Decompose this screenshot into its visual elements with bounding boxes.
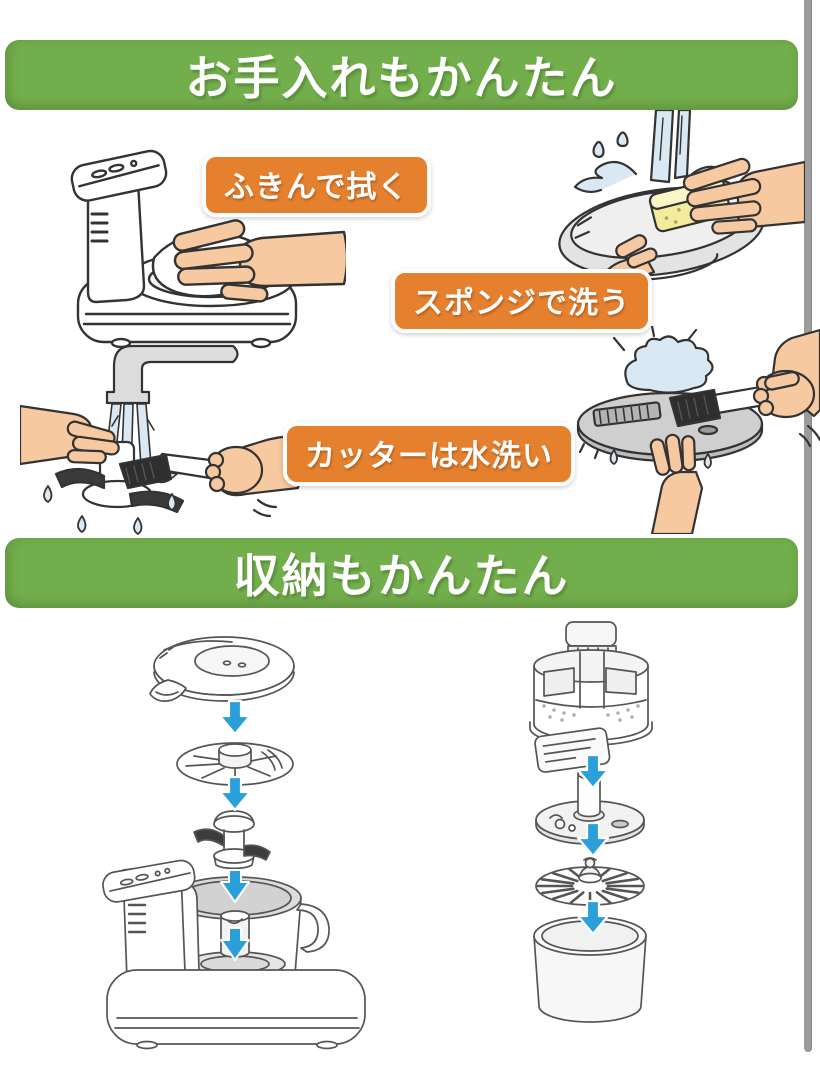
sponge-hand — [682, 157, 805, 235]
wipe-label: ふきんで拭く — [202, 153, 431, 217]
motor-pillar — [102, 859, 200, 989]
lid-part — [149, 636, 295, 702]
storage-section-title: 収納もかんたん — [233, 549, 570, 603]
cleaning-section-title: お手入れもかんたん — [185, 51, 618, 105]
machine-head — [70, 149, 168, 202]
accessory-case-part — [529, 621, 653, 773]
holding-hand — [20, 404, 120, 466]
cleaning-section-banner: お手入れもかんたん — [5, 40, 798, 110]
sponge-label: スポンジで洗う — [391, 269, 652, 333]
storage-section-banner: 収納もかんたん — [5, 538, 798, 608]
arrow-down-icon — [576, 822, 610, 858]
water-splash — [612, 326, 714, 394]
water-drips — [43, 485, 177, 535]
wiping-hand — [172, 219, 346, 303]
machine-base — [106, 969, 366, 1050]
arrow-down-icon — [576, 754, 610, 790]
cutter-label-text: カッターは水洗い — [305, 439, 553, 474]
main-unit-part — [102, 859, 366, 1050]
machine-pillar — [86, 180, 146, 304]
water-drips — [609, 449, 712, 469]
wipe-body-with-cloth-illustration — [70, 149, 346, 349]
holding-hand — [649, 433, 704, 534]
wipe-label-text: ふきんで拭く — [224, 170, 409, 205]
arrow-down-icon — [220, 869, 250, 961]
scrollbar-thumb[interactable] — [804, 0, 812, 1052]
faucet — [105, 344, 239, 405]
arrow-down-icon — [218, 700, 252, 736]
cutter-label: カッターは水洗い — [283, 422, 575, 486]
sponge-label-text: スポンジで洗う — [413, 286, 630, 321]
cutter-blade-part — [193, 810, 271, 870]
scrub-slicing-disc-illustration — [576, 326, 820, 534]
storage-bowl-part — [533, 916, 647, 1023]
work-disc-part — [176, 742, 294, 786]
wash-lid-with-sponge-illustration — [558, 110, 805, 308]
arrow-down-icon — [576, 900, 610, 936]
rinse-cutter-under-faucet-illustration — [20, 344, 302, 535]
water-stream — [649, 110, 692, 184]
grating-disc-part — [535, 857, 645, 906]
brush-hand — [752, 328, 820, 448]
arrow-down-icon — [218, 776, 252, 812]
